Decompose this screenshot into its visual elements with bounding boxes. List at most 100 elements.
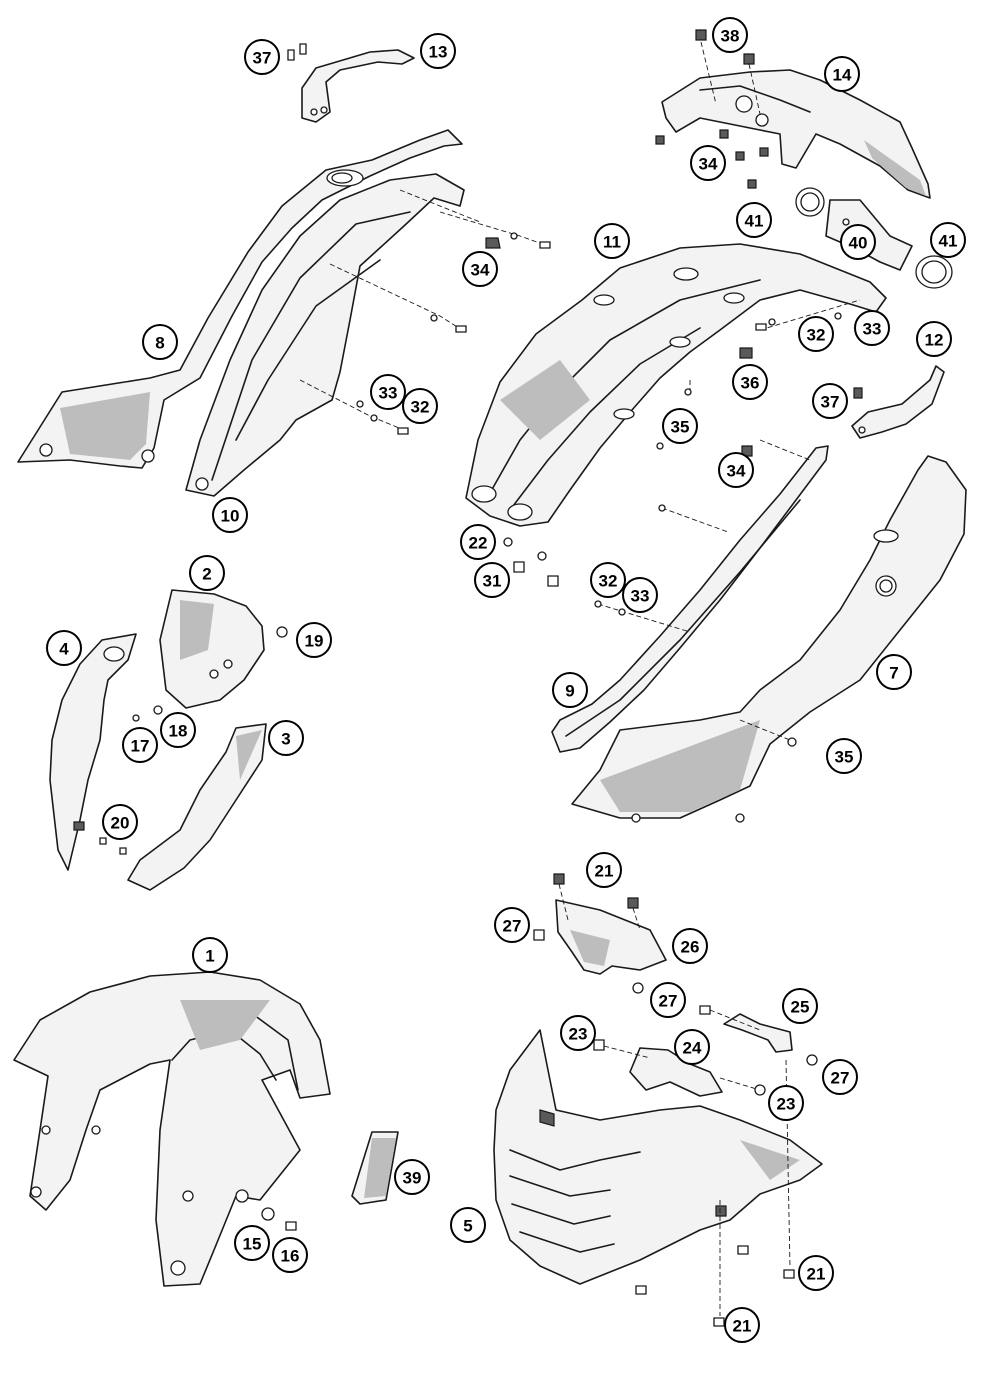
callout-number: 33	[379, 384, 398, 403]
callout-7: 7	[876, 654, 912, 690]
callout-number: 3	[281, 730, 290, 749]
callout-39: 39	[394, 1159, 430, 1195]
callout-41: 41	[736, 202, 772, 238]
callout-circle	[296, 622, 332, 658]
callout-circle	[552, 672, 588, 708]
part-4-headlight-side-left	[49, 633, 137, 871]
callout-circle	[732, 364, 768, 400]
callout-circle	[916, 321, 952, 357]
callout-number: 31	[483, 572, 502, 591]
part-41-grommet-lower	[915, 255, 953, 289]
callout-circle	[462, 251, 498, 287]
part-14-rear-mudguard-assembly	[655, 29, 931, 199]
callout-circle	[798, 1255, 834, 1291]
callout-21: 21	[724, 1307, 760, 1343]
callout-circle	[142, 324, 178, 360]
callout-number: 34	[727, 462, 746, 481]
part-11-rear-subframe-cover	[465, 243, 887, 527]
callout-9: 9	[552, 672, 588, 708]
callout-number: 33	[863, 320, 882, 339]
callout-circle	[560, 1015, 596, 1051]
callout-4: 4	[46, 630, 82, 666]
callout-16: 16	[272, 1237, 308, 1273]
callout-number: 20	[111, 814, 130, 833]
callout-27: 27	[494, 907, 530, 943]
callout-23: 23	[560, 1015, 596, 1051]
callout-circle	[854, 310, 890, 346]
callout-number: 22	[469, 534, 488, 553]
callout-number: 41	[745, 212, 764, 231]
callout-circle	[876, 654, 912, 690]
callout-32: 32	[798, 316, 834, 352]
callout-number: 23	[777, 1095, 796, 1114]
callout-number: 27	[831, 1069, 850, 1088]
callout-circle	[160, 712, 196, 748]
callout-number: 17	[131, 737, 150, 756]
callout-2: 2	[189, 555, 225, 591]
callout-number: 32	[599, 572, 618, 591]
callout-circle	[370, 374, 406, 410]
callout-circle	[690, 145, 726, 181]
callout-circle	[590, 562, 626, 598]
callout-33: 33	[622, 577, 658, 613]
callout-number: 32	[807, 326, 826, 345]
callout-27: 27	[650, 982, 686, 1018]
callout-number: 12	[925, 331, 944, 350]
callout-circle	[674, 1029, 710, 1065]
callout-circle	[244, 39, 280, 75]
callout-circle	[824, 56, 860, 92]
callout-number: 27	[659, 992, 678, 1011]
part-3-front-side-trim	[127, 723, 267, 891]
callout-35: 35	[826, 738, 862, 774]
callout-number: 40	[849, 234, 868, 253]
callout-number: 5	[463, 1217, 472, 1236]
callout-number: 16	[281, 1247, 300, 1266]
callout-number: 26	[681, 938, 700, 957]
part-9-right-inner-rail	[551, 439, 829, 753]
callout-circle	[718, 452, 754, 488]
callout-number: 37	[253, 49, 272, 68]
callout-21: 21	[798, 1255, 834, 1291]
callout-number: 18	[169, 722, 188, 741]
leader-lines-left	[299, 189, 549, 431]
callout-circle	[930, 222, 966, 258]
callout-number: 37	[821, 393, 840, 412]
callout-36: 36	[732, 364, 768, 400]
callout-11: 11	[594, 223, 630, 259]
callout-24: 24	[674, 1029, 710, 1065]
callout-number: 1	[205, 947, 214, 966]
callout-number: 24	[683, 1039, 702, 1058]
callout-41: 41	[930, 222, 966, 258]
callout-circle	[594, 223, 630, 259]
callout-31: 31	[474, 562, 510, 598]
part-24-bracket	[593, 1039, 766, 1097]
callout-circle	[212, 497, 248, 533]
callout-circle	[46, 630, 82, 666]
callout-number: 13	[429, 43, 448, 62]
callout-19: 19	[296, 622, 332, 658]
callout-circle	[650, 982, 686, 1018]
callout-circle	[189, 555, 225, 591]
callout-number: 33	[631, 587, 650, 606]
callout-number: 4	[59, 640, 69, 659]
callout-3: 3	[268, 720, 304, 756]
callout-35: 35	[662, 408, 698, 444]
callout-circle	[272, 1237, 308, 1273]
callout-number: 38	[721, 27, 740, 46]
callout-circle	[494, 907, 530, 943]
callout-34: 34	[462, 251, 498, 287]
callout-20: 20	[102, 804, 138, 840]
callout-number: 11	[603, 233, 621, 252]
callout-number: 7	[889, 664, 898, 683]
callout-32: 32	[402, 388, 438, 424]
callout-15: 15	[234, 1225, 270, 1261]
callout-40: 40	[840, 224, 876, 260]
callout-circle	[450, 1207, 486, 1243]
callout-10: 10	[212, 497, 248, 533]
callout-circle	[268, 720, 304, 756]
callout-number: 8	[155, 334, 164, 353]
callout-22: 22	[460, 524, 496, 560]
callout-38: 38	[712, 17, 748, 53]
callout-34: 34	[718, 452, 754, 488]
